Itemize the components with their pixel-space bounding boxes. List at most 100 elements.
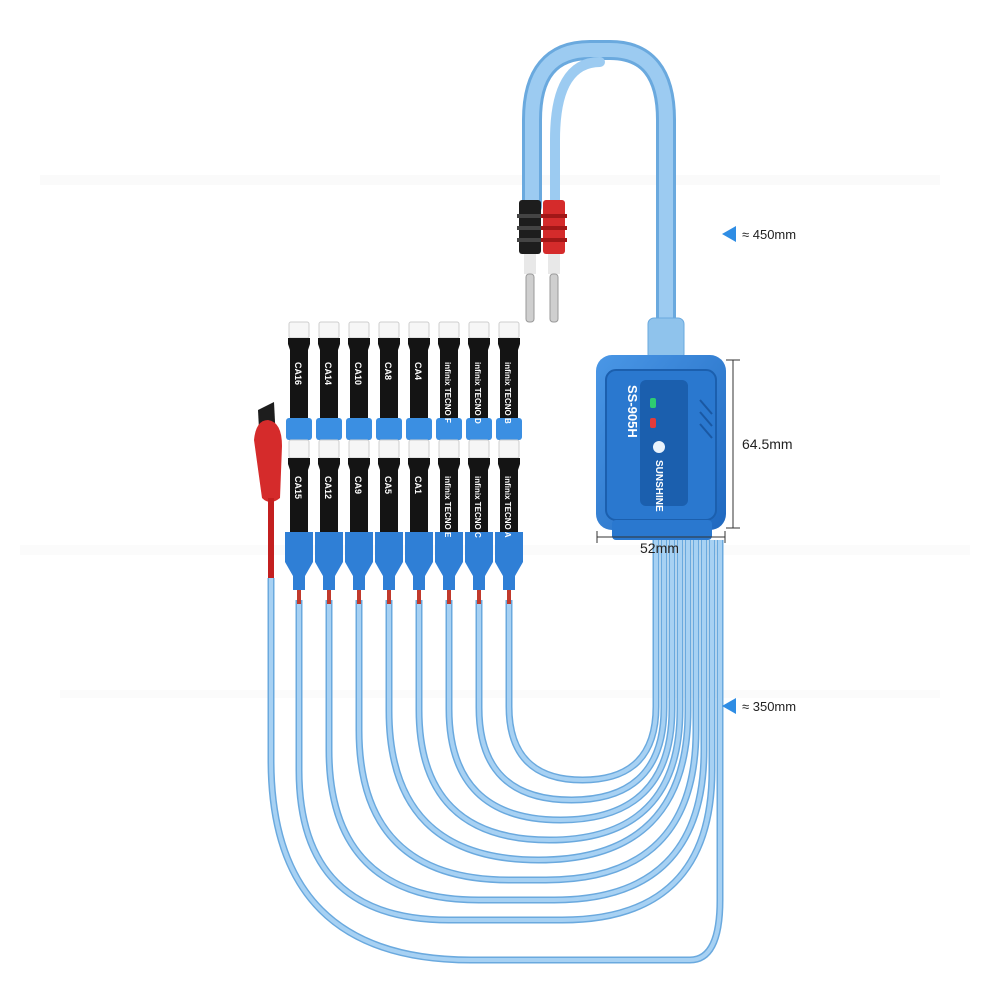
- control-box: [596, 355, 726, 540]
- lower-cable-core-8: [507, 540, 658, 783]
- wire-segment: [297, 590, 301, 604]
- blue-holder: [465, 532, 493, 590]
- flex-body-bottom: [438, 458, 460, 532]
- blue-strip: [466, 418, 492, 440]
- connector-label-bottom: CA1: [413, 476, 423, 494]
- flex-body-top: [288, 338, 310, 418]
- blue-strip: [496, 418, 522, 440]
- flex-body-bottom: [318, 458, 340, 532]
- contact-pad: [348, 439, 370, 459]
- contact-pad: [288, 439, 310, 459]
- blue-strip: [286, 418, 312, 440]
- flex-body-bottom: [288, 458, 310, 532]
- lower-cable-core-1: [297, 540, 714, 922]
- contact-pad: [498, 439, 520, 459]
- connector-column-6: infinix TECNO F infinix TECNO E: [435, 321, 463, 604]
- contact-pad: [318, 439, 340, 459]
- lower-cable-core-2: [327, 540, 706, 902]
- flex-body-bottom: [498, 458, 520, 532]
- flex-body-top: [378, 338, 400, 418]
- dimension-lines: [596, 359, 740, 543]
- box-height-text: 64.5mm: [742, 436, 793, 452]
- upper-length-note: ≈ 450mm: [722, 226, 796, 242]
- contact-pad: [408, 321, 430, 339]
- blue-holder: [435, 532, 463, 590]
- connector-label-top: CA16: [293, 362, 303, 385]
- connector-label-top: infinix TECNO D: [473, 362, 482, 424]
- connector-label-top: CA4: [413, 362, 423, 380]
- connector-label-top: CA8: [383, 362, 393, 380]
- blue-strip: [406, 418, 432, 440]
- connector-label-top: infinix TECNO F: [443, 362, 452, 423]
- connector-label-bottom: CA5: [383, 476, 393, 494]
- wire-segment: [357, 590, 361, 604]
- flex-body-bottom: [348, 458, 370, 532]
- box-width-text: 52mm: [640, 540, 679, 556]
- led-green: [650, 398, 656, 408]
- lower-cable-core-4: [387, 540, 690, 863]
- blue-strip: [376, 418, 402, 440]
- lower-cable-core-6: [447, 540, 674, 823]
- contact-pad: [378, 439, 400, 459]
- lower-cable-core-7: [477, 540, 666, 803]
- wire-segment: [387, 590, 391, 604]
- connector-label-bottom: infinix TECNO C: [473, 476, 482, 538]
- led-red: [650, 418, 656, 428]
- contact-pad: [318, 321, 340, 339]
- lower-cable-core-5: [417, 540, 682, 843]
- blue-strip: [346, 418, 372, 440]
- contact-pad: [288, 321, 310, 339]
- banana-plug-black: [517, 200, 543, 323]
- flex-body-top: [408, 338, 430, 418]
- contact-pad: [468, 439, 490, 459]
- brand-logo-icon: [653, 441, 665, 453]
- flex-body-top: [318, 338, 340, 418]
- brand-label: SUNSHINE: [653, 460, 664, 512]
- lower-cable-8: [505, 540, 660, 784]
- box-strain-relief: [647, 317, 685, 361]
- connector-label-top: infinix TECNO B: [503, 362, 512, 424]
- lower-length-note: ≈ 350mm: [722, 698, 796, 714]
- connector-label-bottom: infinix TECNO A: [503, 476, 512, 538]
- flex-body-bottom: [378, 458, 400, 532]
- lower-cable-core-3: [357, 540, 698, 882]
- alligator-clip: [254, 402, 282, 578]
- connector-label-top: CA10: [353, 362, 363, 385]
- flex-body-top: [348, 338, 370, 418]
- contact-pad: [468, 321, 490, 339]
- clip-cable-core: [269, 540, 722, 962]
- connector-label-bottom: CA15: [293, 476, 303, 499]
- connector-column-7: infinix TECNO D infinix TECNO C: [465, 321, 493, 604]
- connector-label-bottom: infinix TECNO E: [443, 476, 452, 538]
- blue-holder: [315, 532, 343, 590]
- connector-label-top: CA14: [323, 362, 333, 385]
- flex-body-bottom: [408, 458, 430, 532]
- lower-cable-bundle: [267, 540, 724, 964]
- upper-length-text: ≈ 450mm: [742, 226, 797, 242]
- left-arrow-icon: [722, 226, 736, 242]
- connector-label-bottom: CA12: [323, 476, 333, 499]
- wire-segment: [507, 590, 511, 604]
- blue-holder: [405, 532, 433, 590]
- blue-holder: [285, 532, 313, 590]
- blue-holder: [495, 532, 523, 590]
- background-streaks: [20, 175, 970, 698]
- wire-segment: [327, 590, 331, 604]
- lower-length-text: ≈ 350mm: [742, 698, 797, 714]
- flex-body-bottom: [468, 458, 490, 532]
- blue-strip: [316, 418, 342, 440]
- blue-holder: [345, 532, 373, 590]
- contact-pad: [438, 321, 460, 339]
- connector-column-8: infinix TECNO B infinix TECNO A: [495, 321, 523, 604]
- wire-segment: [447, 590, 451, 604]
- blue-strip: [436, 418, 462, 440]
- blue-holder: [375, 532, 403, 590]
- contact-pad: [498, 321, 520, 339]
- upper-cable: [522, 40, 676, 370]
